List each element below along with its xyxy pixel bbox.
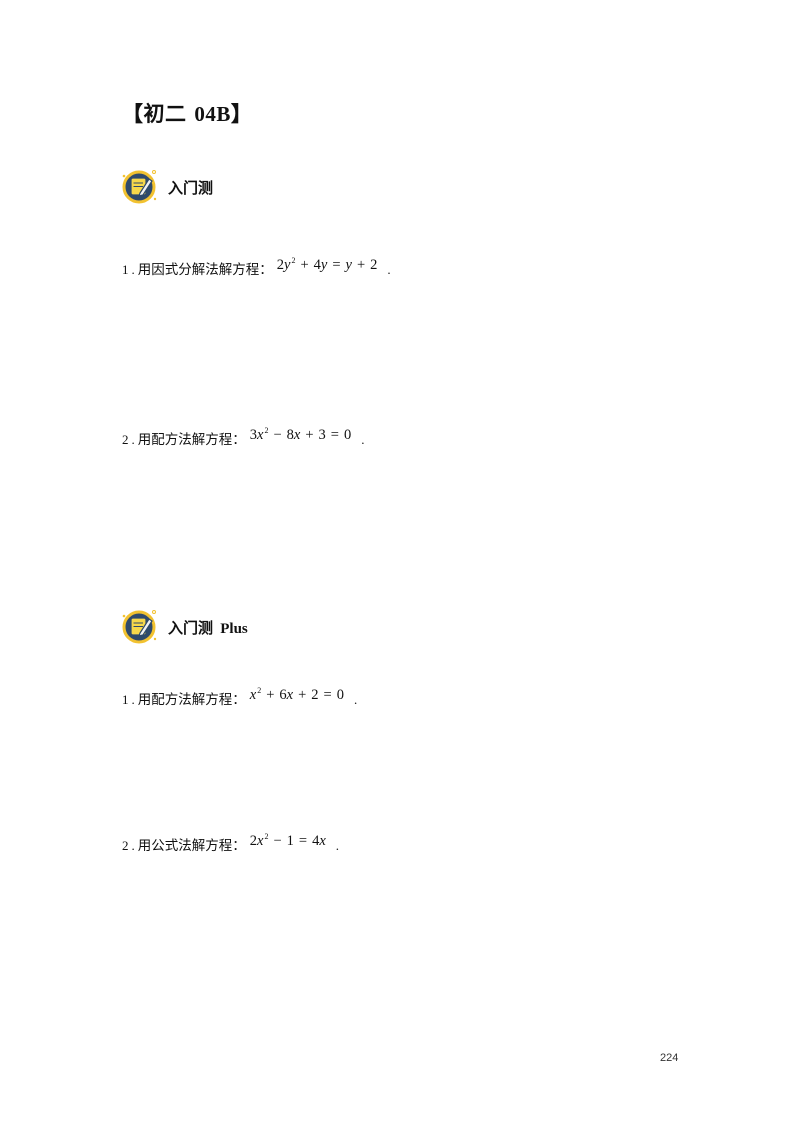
notepad-pencil-icon (122, 170, 157, 204)
question-number: 2 (122, 432, 129, 447)
question-end-mark: . (361, 432, 365, 447)
title-bracket-close: 】 (230, 102, 253, 126)
question-separator: . (131, 262, 135, 277)
question-separator: . (131, 838, 135, 853)
section-label-plus: Plus (220, 620, 248, 637)
section-header-2: 入门测 Plus (118, 606, 248, 648)
equation: 2x2−1=4x (249, 832, 326, 849)
question-separator: . (131, 692, 135, 707)
question-2-2: 2 . 用公式法解方程： 2x2−1=4x . (122, 832, 339, 855)
section-label: 入门测 Plus (168, 617, 248, 638)
question-1-2: 2 . 用配方法解方程： 3x2−8x+3=0 . (122, 426, 365, 449)
equation: x2+6x+2=0 (249, 686, 344, 703)
notepad-pencil-icon (122, 610, 157, 644)
page-title: 【初二 04B】 (122, 98, 252, 128)
question-text: 用因式分解法解方程： (137, 262, 273, 278)
equation: 2y2+4y=y+2 (276, 256, 378, 273)
page-number: 224 (660, 1052, 679, 1064)
question-end-mark: . (335, 838, 339, 853)
title-bracket-open: 【 (122, 102, 144, 126)
question-1-1: 1 . 用因式分解法解方程： 2y2+4y=y+2 . (122, 256, 391, 279)
question-number: 1 (122, 262, 129, 277)
question-end-mark: . (353, 692, 358, 707)
section-label: 入门测 (168, 177, 213, 198)
question-number: 1 (122, 692, 129, 707)
question-text: 用配方法解方程： (137, 692, 246, 708)
section-header-1: 入门测 (118, 166, 213, 208)
question-text: 用公式法解方程： (137, 838, 246, 854)
question-2-1: 1 . 用配方法解方程： x2+6x+2=0 . (122, 686, 358, 709)
question-number: 2 (122, 838, 129, 853)
question-separator: . (131, 432, 135, 447)
title-code: 04B (194, 102, 231, 126)
question-end-mark: . (387, 262, 391, 277)
question-text: 用配方法解方程： (137, 432, 246, 448)
section-label-text: 入门测 (168, 618, 214, 637)
equation: 3x2−8x+3=0 (249, 426, 352, 443)
title-cn: 初二 (143, 102, 187, 126)
section-label-text: 入门测 (168, 178, 214, 197)
